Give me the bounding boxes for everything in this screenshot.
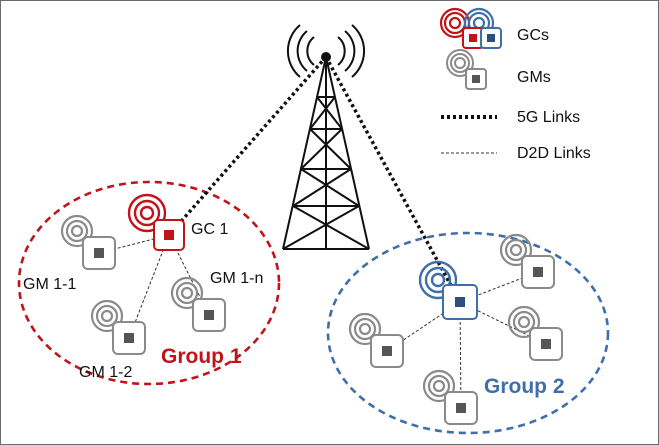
cell-tower-icon xyxy=(282,24,370,250)
group2-label: Group 2 xyxy=(484,375,565,398)
5g-link-gc1 xyxy=(167,55,328,237)
group2-boundary xyxy=(326,231,610,435)
group-member-1-1-icon xyxy=(60,214,116,270)
legend-gm-icon xyxy=(446,49,487,90)
gm-1-1-label: GM 1-1 xyxy=(23,276,76,293)
group1-label: Group 1 xyxy=(161,345,242,368)
group1-boundary xyxy=(17,180,281,386)
gm-1-2-label: GM 1-2 xyxy=(79,364,132,381)
legend-d2d-label: D2D Links xyxy=(517,145,591,162)
group-member-2-b-icon xyxy=(507,305,563,361)
legend-gms-label: GMs xyxy=(517,69,551,86)
legend-gcs-label: GCs xyxy=(517,27,549,44)
group-member-1-2-icon xyxy=(90,299,146,355)
gc1-label: GC 1 xyxy=(191,221,228,238)
5g-link-gc2 xyxy=(324,56,462,303)
group-controller-1-icon xyxy=(127,193,185,251)
legend: GCs GMs 5G Links D2D Links xyxy=(439,7,591,162)
group-controller-2-icon xyxy=(418,260,478,320)
gm-1-n-label: GM 1-n xyxy=(210,270,263,287)
legend-5g-label: 5G Links xyxy=(517,109,580,126)
group-member-2-c-icon xyxy=(348,312,404,368)
group-member-2-d-icon xyxy=(422,369,478,425)
legend-gc-icon xyxy=(439,7,502,49)
